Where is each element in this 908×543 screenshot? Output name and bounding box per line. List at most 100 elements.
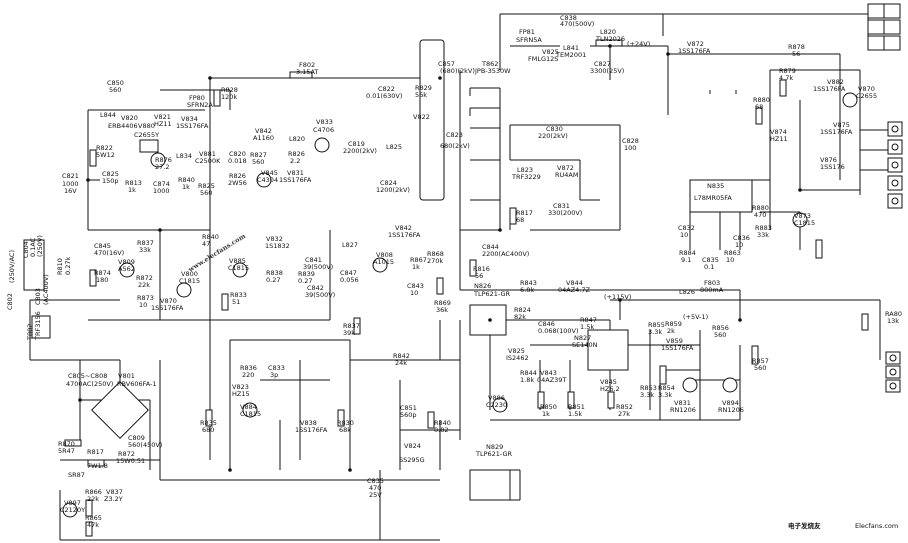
connector-right-lower [885,351,901,393]
label-r856v: 560 [714,331,726,339]
transistor-v880 [139,139,159,153]
label-l825: L825 [386,143,402,151]
label-r868v: 270k [427,257,443,265]
label-r827: R827 [250,151,267,159]
label-v845b2: V845 [600,378,617,386]
label-v873b: C1815 [794,219,815,227]
label-r863v: 10 [726,256,734,264]
label-r829: R829 [415,84,432,92]
label-r837v: 33k [139,246,151,254]
label-c823: C823 [446,131,463,139]
label-c828v: 100 [624,144,636,152]
label-v838b: 1SS176FA [295,426,328,434]
component-labels: C838470(500V)FP81SFRN5AL841TEM2001L820TL… [58,14,902,529]
label-fp81: FP81 [519,28,535,36]
label-c820: C820 [229,150,246,158]
label-v844b: 04AZ4.7Z [558,286,591,294]
label-v808: V808 [376,251,393,259]
label-r879v: 4.7k [779,74,793,82]
connector-top-right [867,3,901,51]
label-c833: C833 [268,364,285,372]
label-r852v: 27k [618,410,630,418]
label-v823: V823 [232,383,249,391]
label-r826: R826 [288,150,305,158]
label-r866v: 22k [87,495,99,503]
label-v881b: C2500K [195,157,221,165]
label-l827: L827 [342,241,358,249]
label-r835v: 680 [202,426,214,434]
label-r852: R852 [616,403,633,411]
label-r839: R839 [298,270,315,278]
label-r828v: 120k [221,93,237,101]
label-r857: R857 [752,357,769,365]
label-r837bv: 39k [343,329,355,337]
label-c844v: 2200(AC400V) [482,250,529,258]
label-v872b2b: RU4AM [555,171,578,179]
label-v824: V824 [404,442,421,450]
label-v825b2b: IS2462 [506,354,529,362]
label-r867: R867 [410,256,427,264]
vlabel-t802b: TRF3156 [34,311,42,341]
label-p5v: (+5V-1) [683,313,708,321]
label-r873: R873 [137,294,154,302]
vlabel-c804v: 0.1AC [29,237,37,257]
label-l826: L826 [679,288,695,296]
label-r859v: 2k [667,327,675,335]
label-r826b: R826 [229,172,246,180]
label-c846: C846 [538,320,555,328]
vlabel-c803: C803 [34,288,42,305]
label-v874: V874 [770,128,787,136]
label-v832b: 1S1832 [265,242,290,250]
label-c838v: 470(500V) [560,20,594,28]
label-v880: V880 [138,122,155,130]
logo-english: Elecfans.com [855,522,898,530]
label-v821b: HZ11 [154,120,172,128]
label-r822v: 5W12 [96,151,115,159]
label-ra80v: 13k [887,317,899,325]
label-r883v: 33k [757,231,769,239]
label-v800: V800 [181,270,198,278]
label-l844: L844 [100,111,116,119]
label-c844: C844 [482,243,499,251]
label-l841b: TEM2001 [555,51,586,59]
label-v842b2b: 1SS176FA [388,231,421,239]
label-v825: V825 [542,48,559,56]
label-v831b2: V831 [674,399,691,407]
label-sr87: SR87 [68,471,85,479]
label-r874v: 180 [96,276,108,284]
label-v872: V872 [687,40,704,48]
label-c884v: 9.1 [681,256,691,264]
label-v870: V870 [858,85,875,93]
label-r866: R866 [85,488,102,496]
label-v845b: C4304 [257,176,278,184]
label-c843: C843 [407,282,424,290]
elecfans-logo: 电子发烧友 Elecfans.com [788,521,898,530]
label-r869: R869 [434,299,451,307]
label-c821v2: 16V [64,187,77,195]
label-r878v: 56 [792,50,800,58]
label-r855v: 3.3k [648,328,662,336]
bridge-rectifier [91,381,149,439]
label-c830: C830 [546,125,563,133]
label-c851: C851 [400,404,417,412]
label-f802v: 3.15AT [296,68,318,76]
vlabel-c803v: (AC400V) [42,274,50,305]
label-r842v: 24k [395,359,407,367]
logo-chinese: 电子发烧友 [788,521,821,530]
label-c835b: C835 [367,477,384,485]
n829-optocoupler [469,469,511,501]
label-p24: (+24V) [627,40,650,48]
label-r835: R835 [200,419,217,427]
label-c850v: 560 [109,86,121,94]
t802-filter [31,315,51,339]
label-v885b: C1815 [228,264,249,272]
label-v870b2: V870 [160,297,177,305]
label-r873v: 10 [139,301,147,309]
label-r836: R836 [240,364,257,372]
label-r855: R855 [648,321,665,329]
label-v831: V831 [287,169,304,177]
label-c819v: 2200(2kV) [343,147,377,155]
label-v845b2b: HZ6.2 [600,385,620,393]
label-v894: V894 [722,399,739,407]
label-r847: R847 [580,316,597,324]
